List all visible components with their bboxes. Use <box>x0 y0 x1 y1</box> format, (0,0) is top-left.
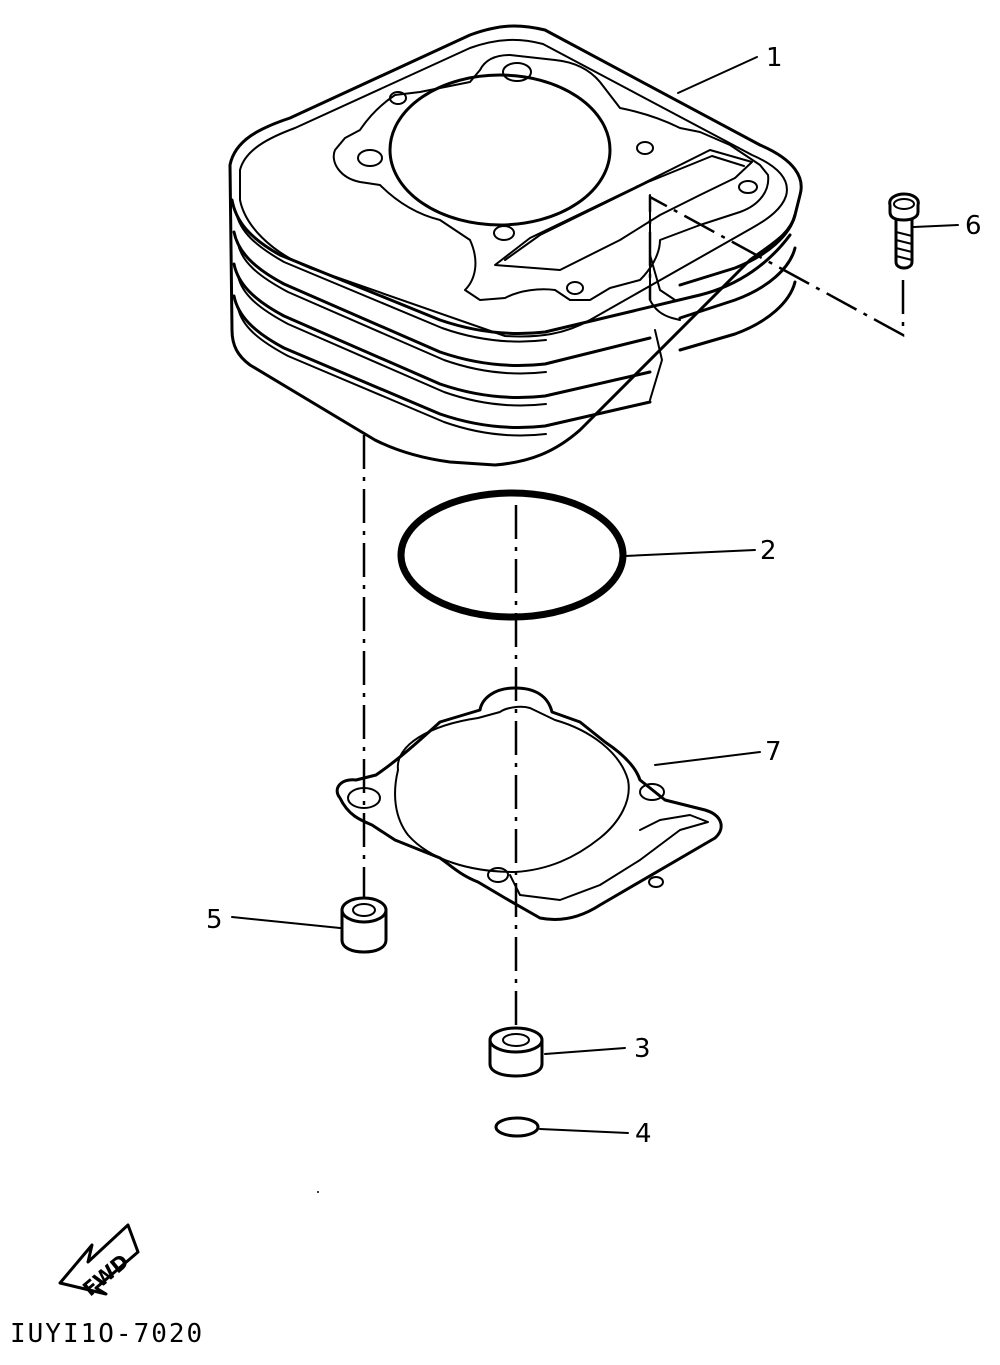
figure-code: IUYI1O-7020 <box>10 1319 204 1349</box>
dowel-pin-left <box>340 896 388 954</box>
callout-part1: 1 <box>766 43 783 73</box>
leader-line-part6 <box>913 224 959 228</box>
leader-line-part4 <box>539 1128 629 1134</box>
dowel-pin-center <box>488 1026 544 1078</box>
callout-part5: 5 <box>206 905 223 935</box>
base-gasket <box>335 686 723 921</box>
speck <box>317 1191 319 1193</box>
leader-line-part7 <box>654 751 761 766</box>
leader-line-part1 <box>677 56 758 94</box>
callout-part3: 3 <box>634 1034 651 1064</box>
cylinder-block <box>228 24 803 467</box>
callout-part2: 2 <box>760 536 777 566</box>
fwd-arrow-icon: FWD <box>58 1223 140 1301</box>
leader-line-part5 <box>231 916 341 929</box>
leader-line-part2 <box>624 549 756 557</box>
bolt-part <box>888 192 920 270</box>
callout-part6: 6 <box>965 211 982 241</box>
callout-part4: 4 <box>635 1119 652 1149</box>
small-o-ring <box>494 1116 540 1138</box>
bolt-assembly-line <box>648 194 905 338</box>
o-ring <box>397 489 627 621</box>
callout-part7: 7 <box>765 737 782 767</box>
leader-line-part3 <box>544 1047 626 1055</box>
